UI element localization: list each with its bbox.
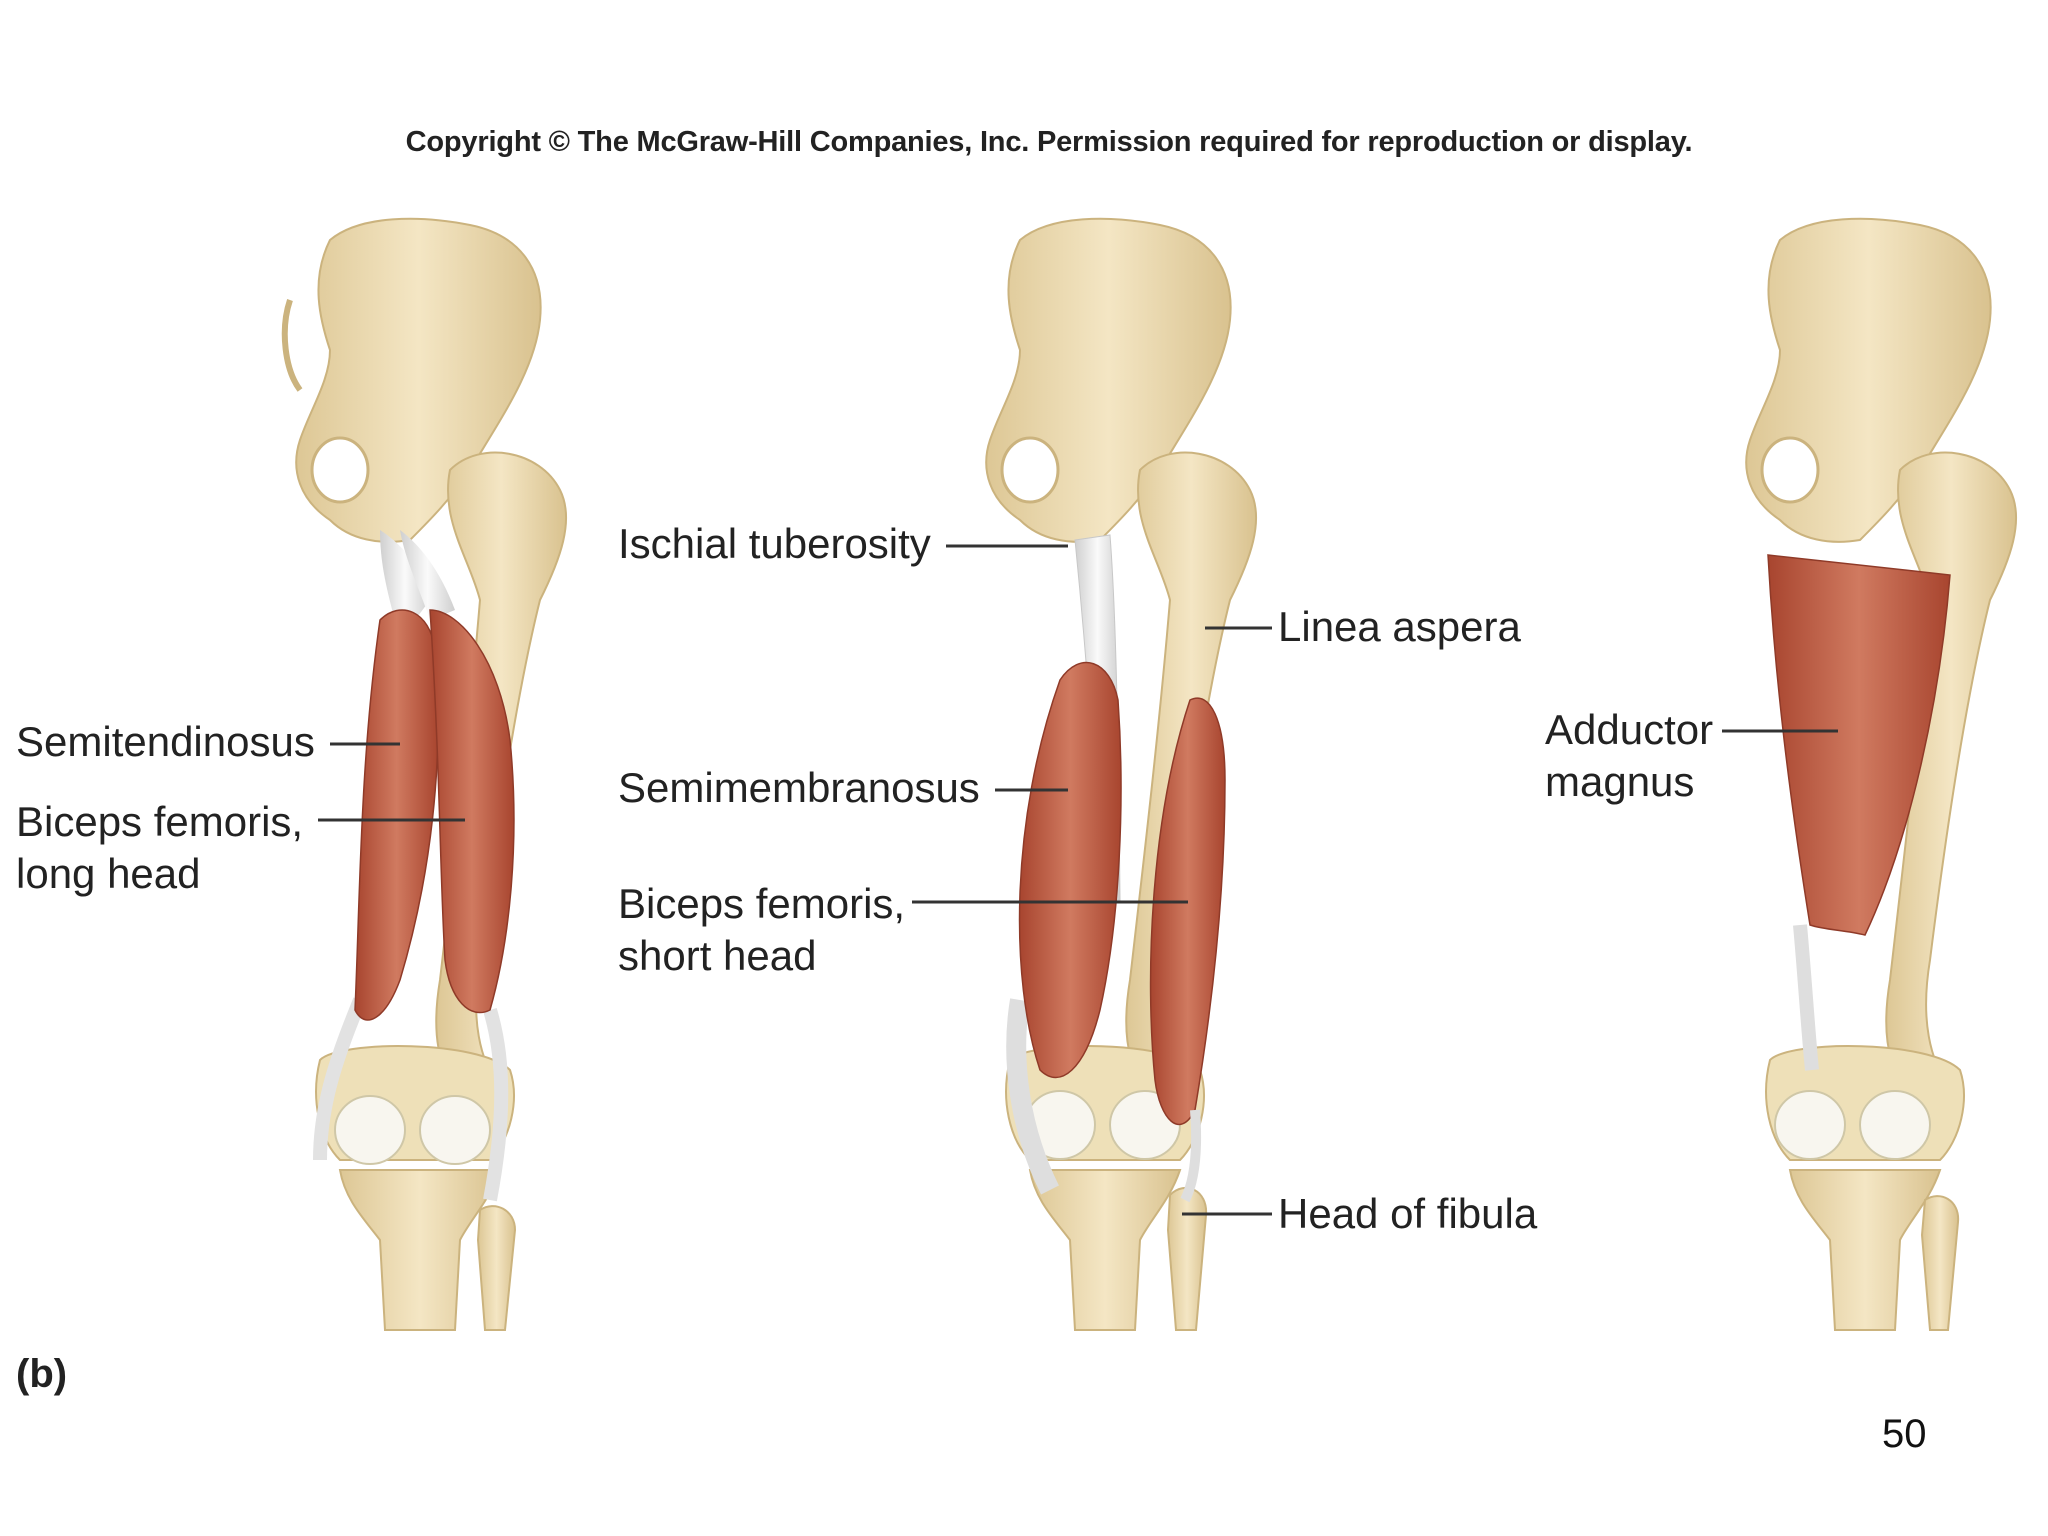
label-semitendinosus: Semitendinosus xyxy=(16,718,315,765)
adductor-magnus-muscle xyxy=(1767,554,1951,1071)
knee-condyles xyxy=(1765,1045,1965,1161)
label-head-of-fibula: Head of fibula xyxy=(1278,1190,1538,1237)
pelvis-bone xyxy=(1745,217,1992,543)
copyright-notice: Copyright © The McGraw-Hill Companies, I… xyxy=(405,126,1693,158)
panel-right xyxy=(1745,217,2018,1331)
label-line: Adductor xyxy=(1545,706,1714,753)
biceps-femoris-short-head-muscle xyxy=(1149,697,1226,1203)
page-number: 50 xyxy=(1882,1412,1927,1456)
biceps-femoris-long-head-muscle xyxy=(429,609,515,1014)
hamstring-tendons-left xyxy=(313,530,509,1202)
label-line: long head xyxy=(16,850,201,897)
label-line: short head xyxy=(618,932,817,979)
label-line: Biceps femoris, xyxy=(16,798,304,845)
pelvis-bone xyxy=(985,217,1232,543)
label-linea-aspera: Linea aspera xyxy=(1278,603,1521,650)
label-line: magnus xyxy=(1545,758,1695,805)
semitendinosus-muscle xyxy=(354,609,439,1021)
label-biceps-femoris-short-head: Biceps femoris, short head xyxy=(618,878,905,982)
semimembranosus-muscle xyxy=(1018,661,1122,1079)
leader-lines xyxy=(318,544,1838,1216)
label-ischial-tuberosity: Ischial tuberosity xyxy=(618,520,931,567)
panel-left xyxy=(281,217,568,1331)
panel-middle xyxy=(985,217,1258,1331)
tibia-fibula xyxy=(1028,1169,1208,1331)
knee-condyles xyxy=(315,1045,515,1165)
label-adductor-magnus: Adductor magnus xyxy=(1545,704,1713,808)
pelvis-bone xyxy=(281,217,542,543)
panel-letter: (b) xyxy=(16,1352,68,1396)
label-line: Biceps femoris, xyxy=(618,880,906,927)
label-biceps-femoris-long-head: Biceps femoris, long head xyxy=(16,796,303,900)
tibia-fibula xyxy=(1788,1169,1960,1331)
label-semimembranosus: Semimembranosus xyxy=(618,764,980,811)
